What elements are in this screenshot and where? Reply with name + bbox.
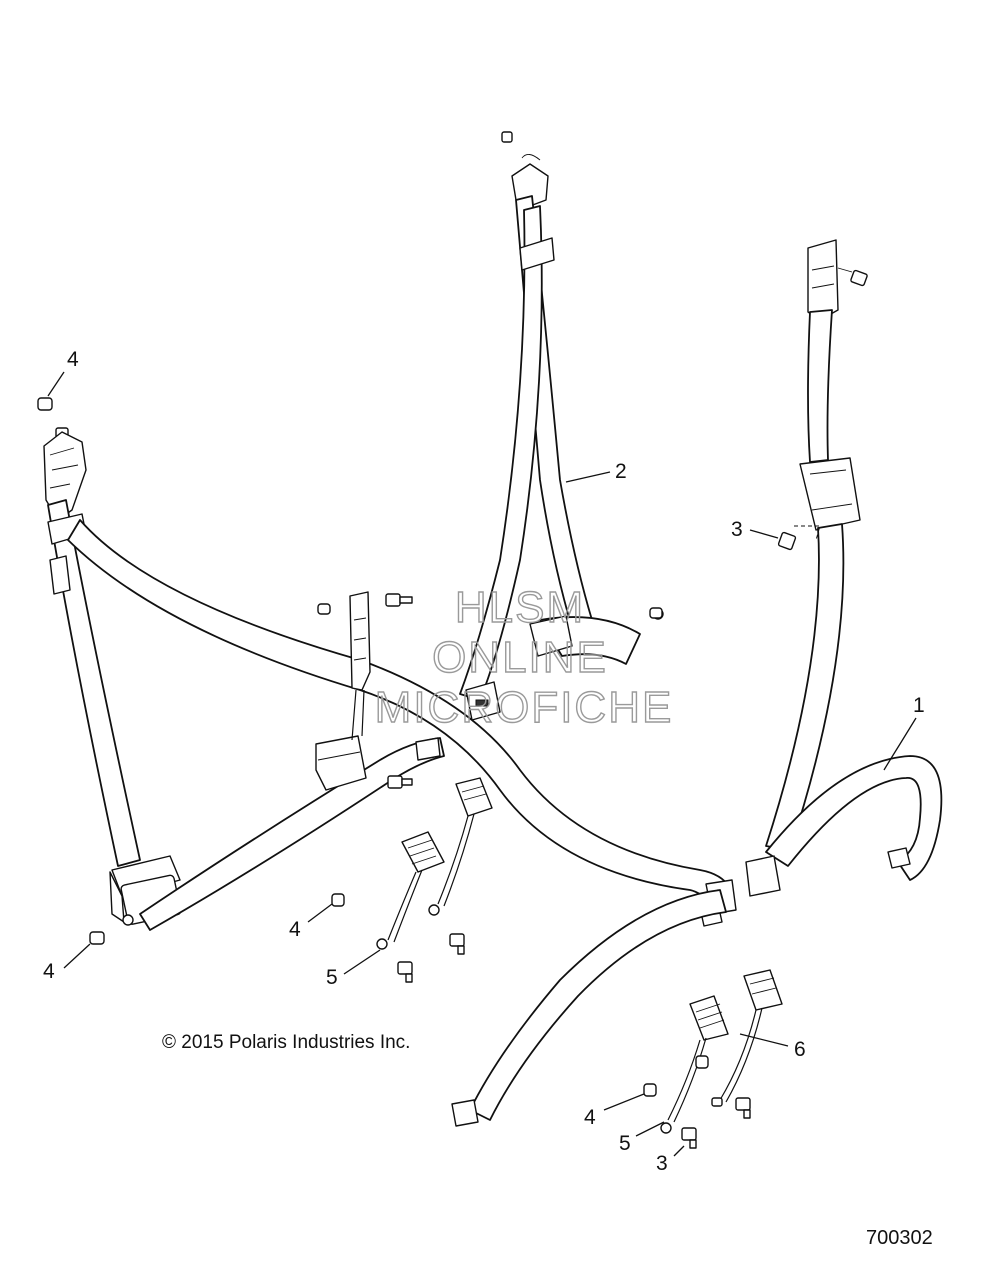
left-shoulder-webbing [47, 499, 141, 867]
bolt-3-bottom [681, 1127, 697, 1149]
bolt-lower-center-b [397, 961, 413, 983]
center-retractor-lower [529, 615, 573, 657]
buckle-5-eyelet-left [376, 938, 388, 950]
lower-lap-belt [451, 889, 727, 1127]
watermark-line-1: HLSM [455, 583, 585, 632]
nut-upper-center [317, 603, 331, 615]
right-upper-anchor [807, 239, 839, 321]
bolt-lower-right-a [735, 1097, 751, 1119]
bolt-mid-center [387, 775, 413, 789]
callout-3-bottom: 3 [656, 1152, 668, 1175]
lower-lap-webbing [469, 889, 727, 1121]
drawing-number: 700302 [866, 1227, 933, 1249]
nut-4-lower [643, 1083, 657, 1097]
center-webbing-guide [519, 237, 555, 271]
right-tongue-plate [745, 855, 781, 897]
right-lap-end [887, 847, 911, 869]
watermark-line-2: ONLINE [432, 633, 608, 682]
watermark-line-3: MICROFICHE [375, 683, 674, 732]
callout-2: 2 [615, 460, 627, 483]
nut-4-upper-left [37, 397, 53, 411]
callout-5-lower: 5 [619, 1132, 631, 1155]
buckle-5-housing-lower [689, 995, 729, 1041]
copyright-notice: © 2015 Polaris Industries Inc. [162, 1032, 410, 1053]
center-seat-belt-assembly [459, 131, 664, 721]
hardware [37, 397, 751, 1149]
callout-4-center: 4 [289, 918, 301, 941]
left-lower-bolt [122, 914, 134, 926]
lower-lap-end-plate [451, 1099, 479, 1127]
watermark: HLSM ONLINE MICROFICHE [374, 582, 674, 732]
callout-4-lower-left: 4 [43, 960, 55, 983]
callout-4-upper-left: 4 [67, 348, 79, 371]
right-lap-webbing [765, 755, 943, 881]
callout-3-right: 3 [731, 518, 743, 541]
nut-4-center [331, 893, 345, 907]
bolt-lower-center-a [449, 933, 465, 955]
retractor-bolt [777, 531, 797, 551]
right-seat-belt-assembly [745, 239, 943, 897]
buckle-assembly-lower [660, 969, 783, 1134]
left-lower-lap-webbing [139, 737, 445, 931]
nut-4-lower-left [89, 931, 105, 945]
bolt-upper-center [385, 593, 413, 607]
callouts: 1 2 3 3 4 4 4 4 5 5 6 [43, 348, 925, 1175]
right-upper-bolt [850, 269, 868, 287]
buckle-assembly-upper [376, 777, 493, 950]
callout-6: 6 [794, 1038, 806, 1061]
buckle-6-housing [743, 969, 783, 1011]
right-retractor [799, 457, 861, 531]
center-retractor [315, 735, 367, 791]
left-seat-belt-assembly [43, 427, 737, 931]
center-top-nut [501, 131, 513, 143]
callout-4-lower: 4 [584, 1106, 596, 1129]
center-anchor-strap [349, 591, 371, 691]
right-upper-webbing [807, 309, 833, 463]
callout-5-center: 5 [326, 966, 338, 989]
callout-1: 1 [913, 694, 925, 717]
